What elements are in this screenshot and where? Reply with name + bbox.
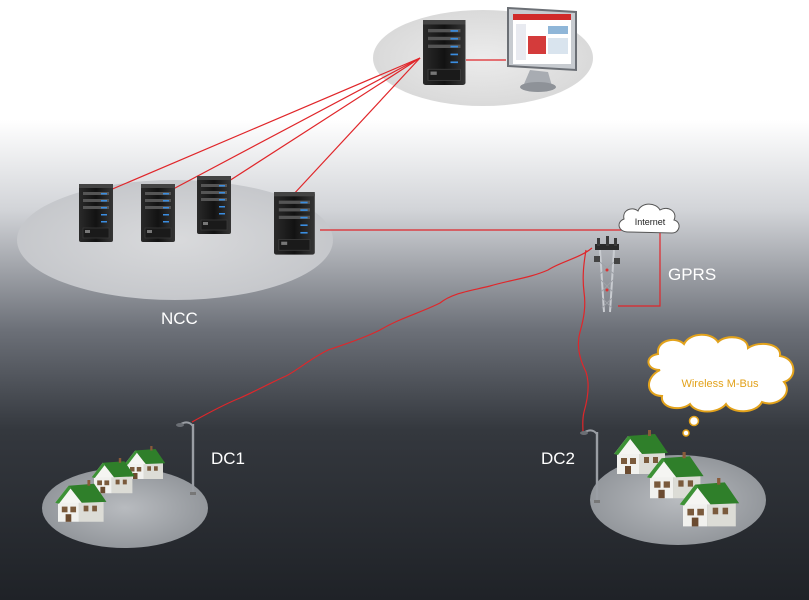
ncc-server-2-icon bbox=[140, 183, 176, 243]
gprs-label: GPRS bbox=[668, 265, 717, 284]
dc2-label: DC2 bbox=[541, 449, 576, 468]
thought-bubble-icon bbox=[647, 333, 795, 437]
ncc-server-3-icon bbox=[196, 175, 232, 235]
ncc-server-4-icon bbox=[273, 191, 316, 256]
management-server-icon bbox=[422, 19, 467, 86]
wireless-mbus-label: Wireless M-Bus bbox=[681, 378, 759, 390]
dc2-street-lamp-icon bbox=[579, 429, 601, 504]
dc1-label: DC1 bbox=[211, 449, 246, 468]
internet-label: Internet bbox=[634, 217, 666, 227]
antenna-tower-icon bbox=[594, 236, 620, 313]
monitor-icon bbox=[507, 6, 577, 92]
network-links bbox=[95, 57, 661, 433]
internet-cloud-icon bbox=[618, 203, 680, 234]
ncc-label: NCC bbox=[161, 309, 198, 328]
ncc-server-1-icon bbox=[78, 183, 114, 243]
